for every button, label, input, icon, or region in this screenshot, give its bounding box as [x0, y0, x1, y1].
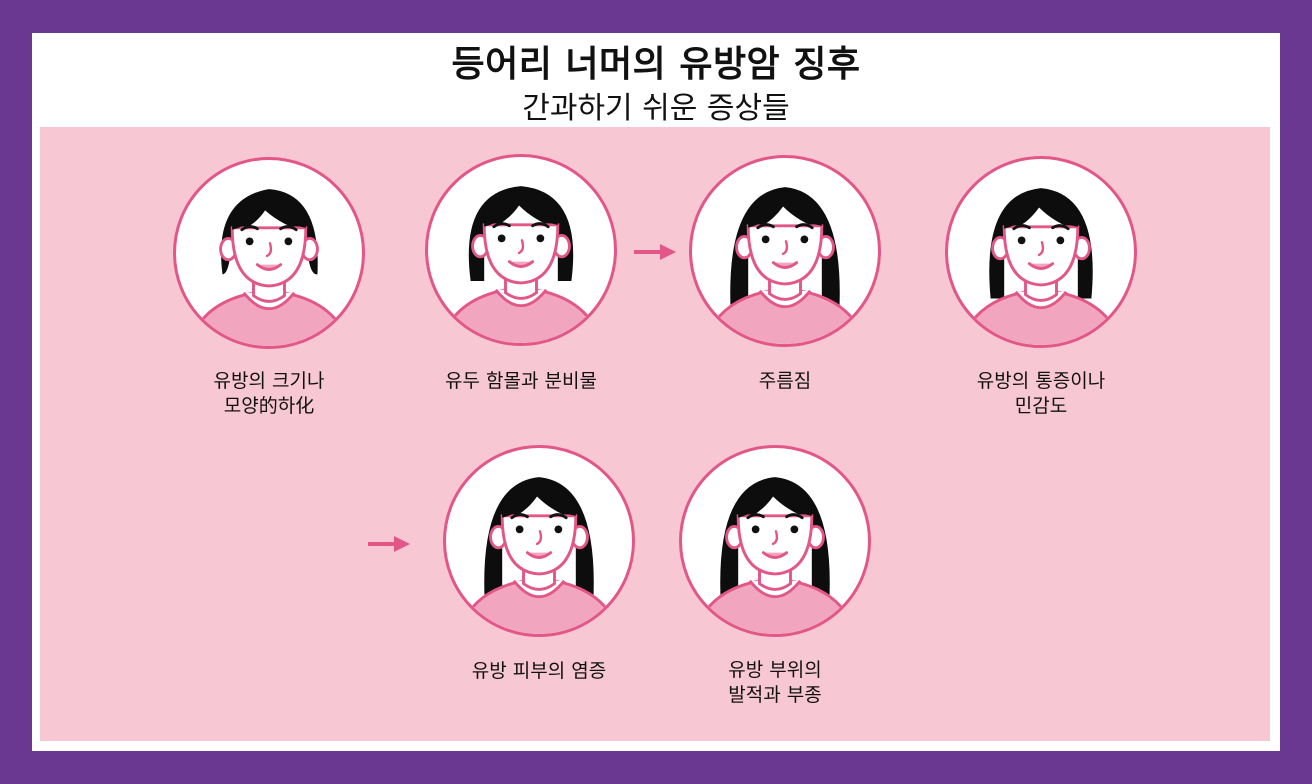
woman-long-hair-avatar-icon	[679, 445, 871, 637]
arrow-right-icon	[368, 536, 410, 552]
page-title: 등어리 너머의 유방암 징후	[451, 44, 861, 85]
arrow-right-icon	[634, 244, 676, 260]
label-line-1: 유방의 크기나	[213, 370, 325, 392]
label-line-2: 모양的하化	[223, 395, 315, 417]
label-line-2: 발적과 부종	[728, 684, 822, 706]
woman-short-bob-avatar-icon	[173, 157, 365, 349]
label-line-1: 유두 함몰과 분비물	[445, 370, 597, 392]
label-line-1: 유방 부위의	[728, 659, 822, 681]
page-subtitle: 간과하기 쉬운 증상들	[522, 91, 790, 126]
symptom-label-6: 유방 부위의 발적과 부종	[655, 658, 895, 708]
symptom-label-1: 유방의 크기나 모양的하化	[149, 369, 389, 419]
woman-long-hair-avatar-icon	[689, 155, 881, 347]
woman-bob-avatar-icon	[425, 154, 617, 346]
symptom-label-5: 유방 피부의 염증	[419, 659, 659, 684]
symptom-label-2: 유두 함몰과 분비물	[401, 369, 641, 394]
symptom-label-3: 주름짐	[665, 369, 905, 394]
label-line-1: 주름짐	[758, 370, 812, 392]
label-line-1: 유방의 통증이나	[976, 370, 1106, 392]
label-line-2: 민감도	[1014, 395, 1068, 417]
woman-long-hair-avatar-icon	[443, 445, 635, 637]
label-line-1: 유방 피부의 염증	[471, 660, 607, 682]
symptom-label-4: 유방의 통증이나 민감도	[921, 369, 1161, 419]
woman-shoulder-hair-avatar-icon	[945, 156, 1137, 348]
